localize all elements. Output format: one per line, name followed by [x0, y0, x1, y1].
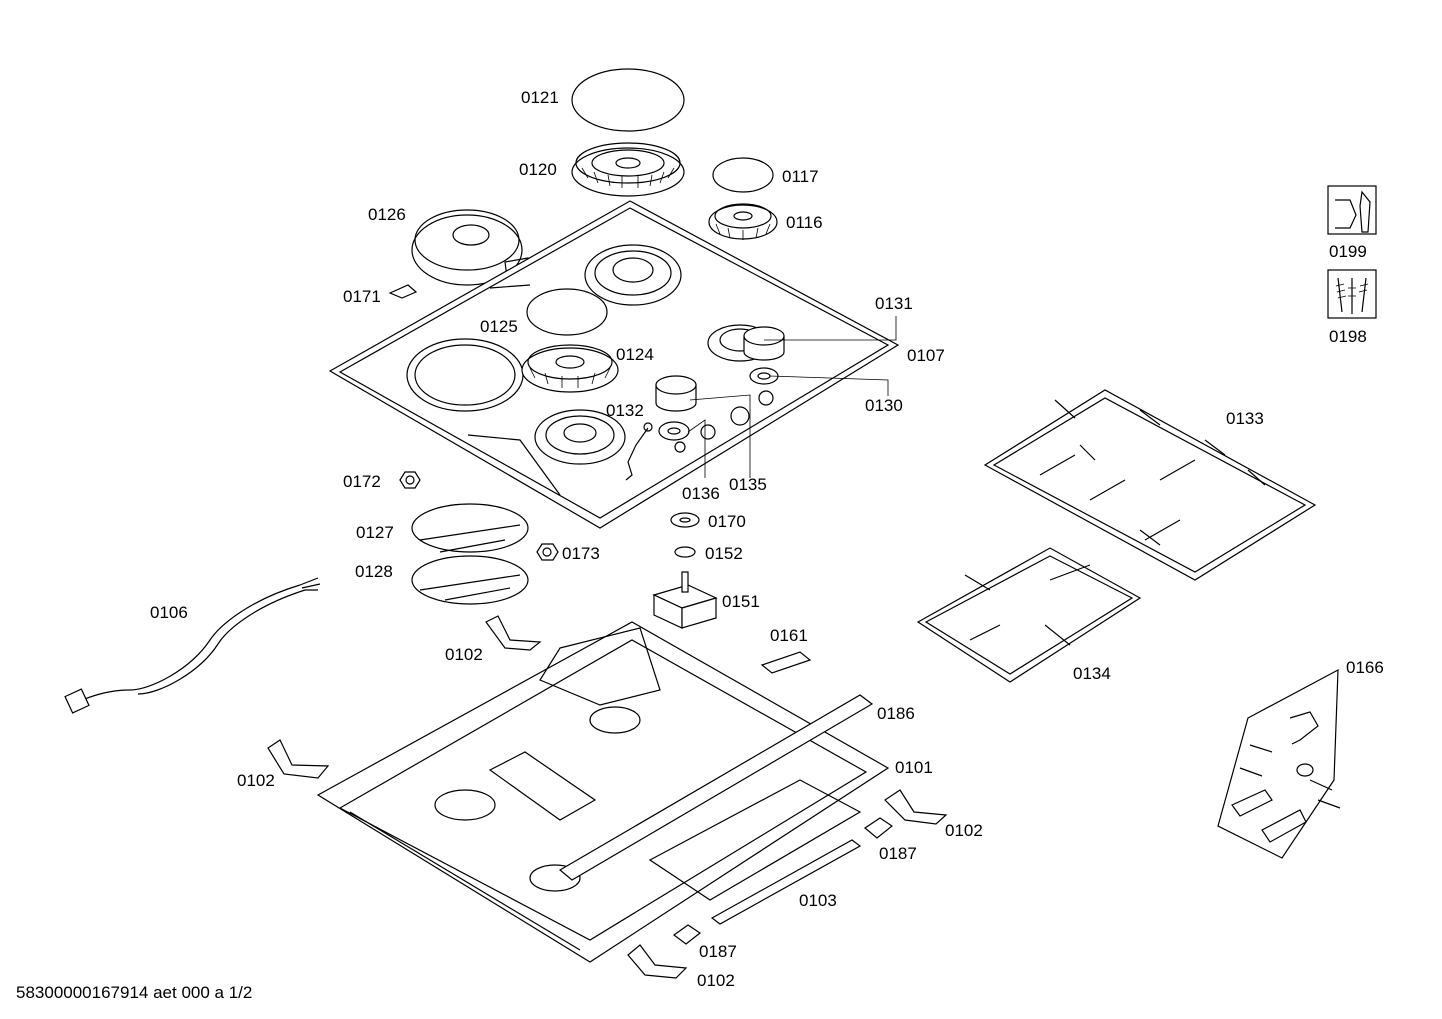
label-0128: 0128: [355, 562, 393, 581]
label-0172: 0172: [343, 472, 381, 491]
part-0103-strip: [710, 839, 862, 925]
part-0102-bracket-c: [884, 789, 948, 825]
label-0121: 0121: [521, 88, 559, 107]
part-0166-accessory-bag: [1217, 668, 1341, 859]
label-0133: 0133: [1226, 409, 1264, 428]
label-0171: 0171: [343, 287, 381, 306]
part-0151-switch-block: [652, 571, 718, 629]
label-0102-a: 0102: [445, 645, 483, 664]
label-0135: 0135: [729, 475, 767, 494]
part-0172-nut: [399, 471, 421, 489]
label-0161: 0161: [770, 626, 808, 645]
part-0136-knob-ring: [658, 421, 690, 441]
part-0187-clip-a: [863, 817, 894, 839]
screws-icon: [1327, 269, 1377, 319]
label-0134: 0134: [1073, 664, 1111, 683]
wrench-icon: [1327, 185, 1377, 235]
label-0199: 0199: [1329, 242, 1367, 261]
part-0102-bracket-a: [485, 615, 542, 651]
label-0131: 0131: [875, 294, 913, 313]
label-0187-b: 0187: [699, 942, 737, 961]
part-0124-burner-crown-medium: [521, 344, 619, 393]
label-0166: 0166: [1346, 658, 1384, 677]
label-0117: 0117: [782, 167, 819, 186]
leader-lines: [687, 316, 897, 478]
label-0103: 0103: [799, 891, 837, 910]
label-0198: 0198: [1329, 327, 1367, 346]
part-0131-knob: [743, 326, 785, 361]
part-0128-heat-shield-lower: [411, 555, 529, 605]
part-0132-ignition-wire: [625, 422, 653, 481]
label-0152: 0152: [705, 544, 743, 563]
label-0107: 0107: [907, 346, 945, 365]
part-0134-pan-support-small: [916, 547, 1142, 683]
part-0116-burner-crown-small: [708, 203, 778, 240]
label-0125: 0125: [480, 317, 518, 336]
part-0106-power-cable: [64, 577, 321, 714]
part-0161-plate: [760, 651, 812, 674]
part-0120-burner-crown-large: [571, 142, 685, 197]
label-0126: 0126: [368, 205, 406, 224]
part-0127-heat-shield-upper: [411, 503, 529, 553]
part-0117-burner-cap-small: [712, 157, 774, 193]
label-0124: 0124: [616, 345, 654, 364]
label-0186: 0186: [877, 704, 915, 723]
part-0173-nut: [536, 543, 559, 561]
part-0135-knob: [655, 375, 697, 412]
part-0152-washer: [674, 546, 696, 558]
label-0120: 0120: [519, 160, 557, 179]
part-0102-bracket-d: [627, 944, 688, 979]
part-0121-burner-cap-large: [571, 68, 685, 132]
label-0187-a: 0187: [879, 844, 917, 863]
label-0132: 0132: [606, 401, 644, 420]
part-0133-pan-support-large: [983, 389, 1317, 581]
part-0186-rail: [558, 694, 874, 881]
label-0130: 0130: [865, 396, 903, 415]
document-code: 58300000167914 aet 000 a 1/2: [16, 983, 252, 1002]
label-0173: 0173: [562, 544, 600, 563]
label-0102-b: 0102: [237, 771, 275, 790]
label-0127: 0127: [356, 523, 394, 542]
part-0102-bracket-b: [267, 739, 330, 779]
part-0187-clip-b: [672, 924, 702, 945]
label-0102-d: 0102: [697, 971, 735, 990]
label-0116: 0116: [786, 213, 823, 232]
label-0106: 0106: [150, 603, 188, 622]
part-0171-clip: [388, 284, 418, 299]
label-0102-c: 0102: [945, 821, 983, 840]
label-0136: 0136: [682, 484, 720, 503]
label-0151: 0151: [722, 592, 760, 611]
label-0101: 0101: [895, 758, 933, 777]
label-0170: 0170: [708, 512, 746, 531]
part-bottom-tray: [316, 621, 890, 963]
part-0170-washer: [670, 512, 700, 528]
part-0126-hotplate: [411, 209, 531, 286]
